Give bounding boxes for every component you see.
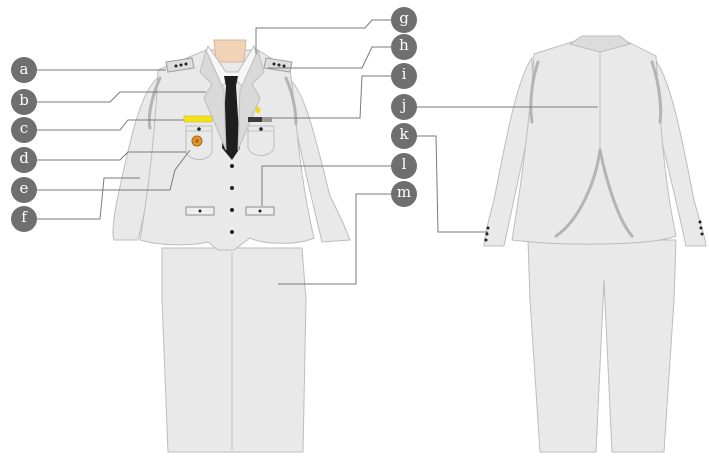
marker-e-label: e [20,179,29,197]
marker-k-label: k [399,125,409,143]
marker-b-label: b [19,91,29,109]
marker-m-label: m [397,183,411,201]
front-button-1 [230,164,234,168]
marker-l: l [391,153,417,179]
name-bar [184,116,212,122]
skirt-front [162,248,306,452]
front-button-3 [230,208,234,212]
marker-g-label: g [399,9,409,27]
front-button-4 [230,230,234,234]
marker-h: h [391,34,417,60]
marker-f: f [11,206,37,232]
marker-a-label: a [20,60,29,78]
cuff-button-right-1 [699,221,702,224]
marker-b: b [11,89,37,115]
marker-c: c [11,117,37,143]
front-button-2 [230,186,234,190]
marker-i-label: i [402,65,407,83]
marker-i: i [391,63,417,89]
marker-d-label: d [19,149,29,167]
marker-c-label: c [20,119,28,137]
marker-l-label: l [402,155,407,173]
front-view [113,40,350,452]
marker-m: m [391,181,417,207]
cuff-button-left-1 [487,227,490,230]
neck [214,40,246,62]
marker-e: e [11,177,37,203]
marker-j: j [391,94,417,120]
marker-h-label: h [399,36,409,54]
marker-k: k [391,123,417,149]
trousers-back [528,240,676,452]
back-view [484,36,706,452]
marker-a: a [11,57,37,83]
marker-g: g [391,7,417,33]
marker-d: d [11,147,37,173]
leader-k [415,136,488,232]
